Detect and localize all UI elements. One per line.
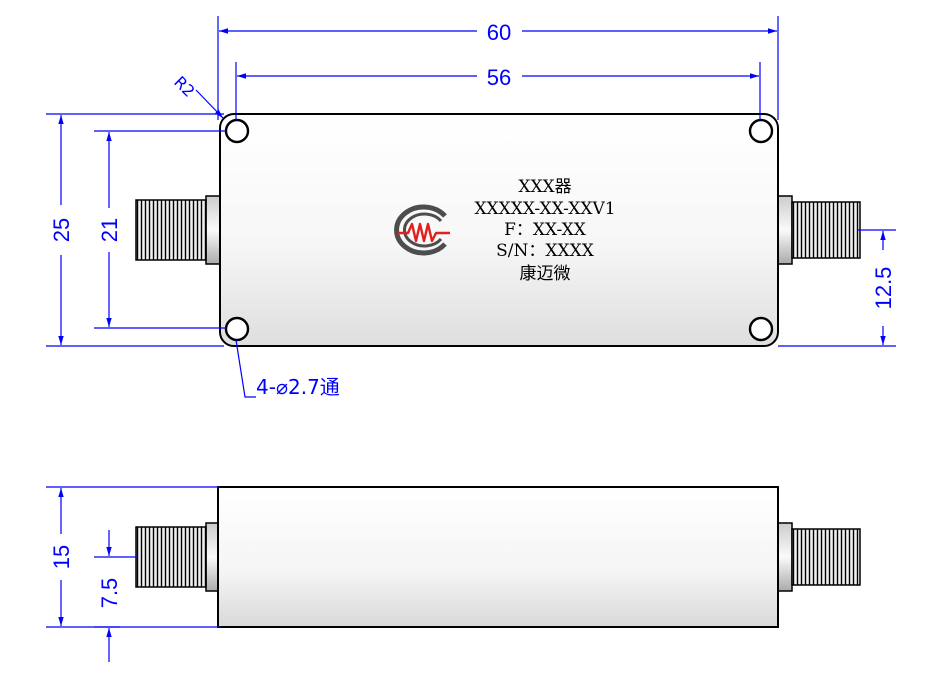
top-view: XXX器 XXXXX-XX-XXV1 F：XX-XX S/N：XXXX 康迈微 — [135, 113, 861, 347]
dim-corner-radius: R2 — [170, 72, 198, 100]
dim-height: 15 — [49, 545, 74, 569]
label-part-number: XXXXX-XX-XXV1 — [474, 199, 615, 219]
housing-side — [217, 486, 779, 628]
housing-top — [219, 113, 779, 347]
left-connector-top — [135, 195, 221, 265]
dimensions-top: 60 56 25 21 12.5 R2 4-⌀2.7通 — [46, 16, 896, 399]
mounting-holes — [224, 118, 774, 342]
dim-overall-width: 25 — [49, 218, 74, 242]
side-view — [135, 486, 861, 628]
dim-connector-height: 7.5 — [97, 578, 122, 609]
right-connector-side — [777, 522, 861, 592]
dim-overall-length: 60 — [487, 20, 511, 45]
cmw-logo — [394, 204, 450, 256]
label-serial: S/N：XXXX — [496, 241, 595, 261]
dim-hole-spacing-y: 21 — [97, 218, 122, 242]
left-connector-side — [135, 522, 221, 592]
right-connector-top — [777, 195, 861, 265]
dim-hole-spacing-x: 56 — [487, 65, 511, 90]
label-brand: 康迈微 — [520, 264, 571, 284]
label-frequency: F：XX-XX — [504, 220, 587, 240]
dim-connector-offset: 12.5 — [871, 267, 896, 310]
dim-hole-note: 4-⌀2.7通 — [256, 375, 340, 399]
label-title: XXX器 — [518, 177, 571, 197]
dimensions-side: 15 7.5 — [46, 486, 220, 662]
